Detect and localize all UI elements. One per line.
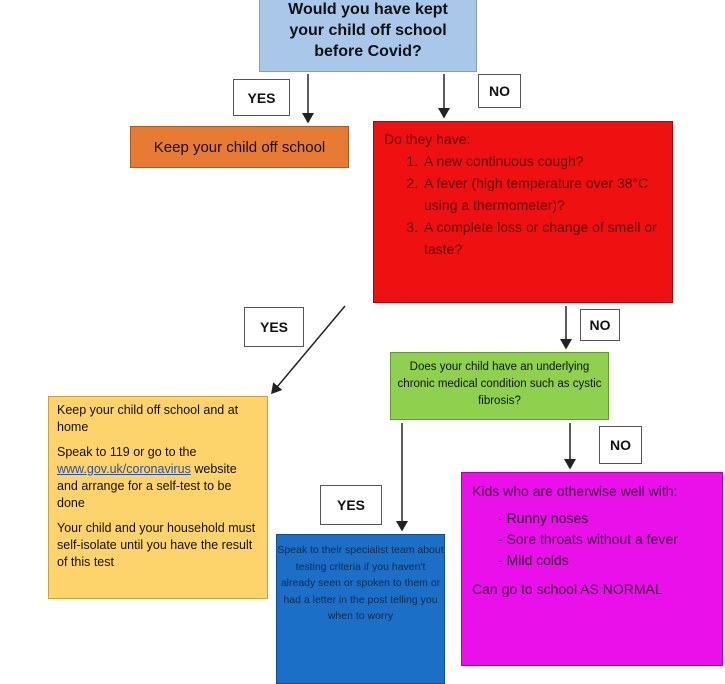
sore-throats-item: Sore throats without a fever: [507, 529, 712, 550]
self-isolate-text: Your child and your household must self-…: [57, 521, 256, 569]
speak-119-suffix: website and arrange for a self-test to b…: [57, 462, 237, 510]
question-line-3: before Covid?: [314, 43, 422, 60]
label-yes-mid: YES: [244, 307, 304, 347]
symptom-fever: A fever (high temperature over 38°C usin…: [422, 172, 662, 216]
keep-home-and-test-box: Keep your child off school and at home S…: [48, 396, 268, 599]
arrow-yes-to-keep-home: [271, 305, 346, 395]
label-no-low: NO: [599, 426, 642, 464]
symptom-smell-taste: A complete loss or change of smell or ta…: [422, 216, 662, 260]
normal-intro: Kids who are otherwise well with:: [472, 483, 678, 499]
keep-off-text: Keep your child off school: [153, 138, 326, 156]
symptom-cough: A new continuous cough?: [422, 150, 662, 172]
symptoms-heading: Do they have:: [384, 131, 471, 147]
label-yes-top: YES: [233, 79, 290, 116]
specialist-text: Speak to their specialist team about tes…: [277, 544, 444, 622]
runny-noses-item: Runny noses: [507, 508, 712, 529]
question-line-2: your child off school: [289, 22, 447, 39]
label-yes-low: YES: [320, 485, 382, 525]
chronic-question-text: Does your child have an underlying chron…: [397, 361, 602, 407]
keep-home-text: Keep your child off school and at home: [57, 403, 239, 434]
speak-119-prefix: Speak to 119 or go to the: [57, 445, 197, 459]
question-line-1: Would you have kept: [288, 1, 448, 18]
label-no-mid: NO: [580, 309, 620, 341]
mild-colds-item: Mild colds: [507, 550, 712, 571]
gov-uk-coronavirus-link[interactable]: www.gov.uk/coronavirus: [57, 462, 191, 476]
chronic-condition-question-box: Does your child have an underlying chron…: [390, 352, 609, 420]
speak-119-text: Speak to 119 or go to the www.gov.uk/cor…: [57, 444, 259, 512]
school-as-normal-box: Kids who are otherwise well with: Runny …: [461, 472, 723, 666]
label-no-top: NO: [478, 74, 521, 108]
symptoms-question-box: Do they have: A new continuous cough? A …: [373, 121, 673, 303]
speak-to-specialist-box: Speak to their specialist team about tes…: [276, 534, 445, 684]
question-kept-off-before-covid: Would you have kept your child off schoo…: [259, 0, 477, 72]
normal-outro: Can go to school AS NORMAL: [472, 581, 663, 597]
keep-child-off-school-box: Keep your child off school: [130, 126, 349, 168]
